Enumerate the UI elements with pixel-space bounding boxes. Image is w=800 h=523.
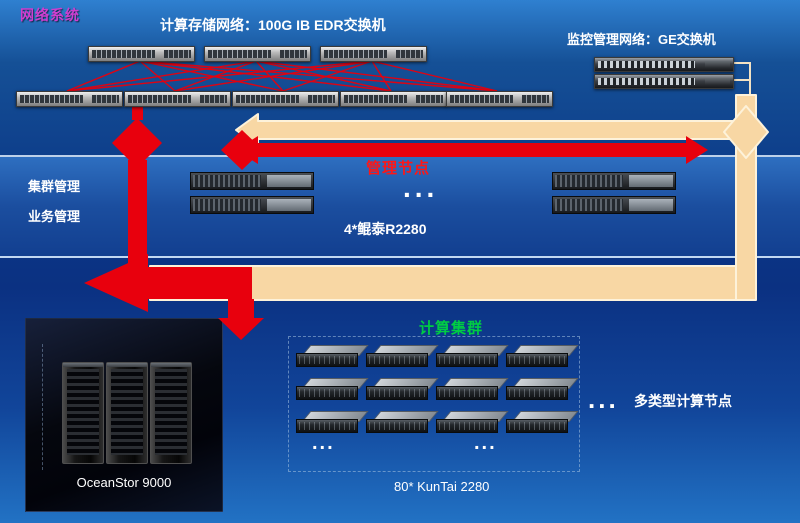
management-node-title: 管理节点: [366, 160, 431, 177]
network-system-title: 网络系统: [20, 7, 80, 23]
compute-node-icon: [436, 345, 509, 367]
compute-cluster-title: 计算集群: [419, 320, 484, 337]
more-nodes-label: 多类型计算节点: [634, 393, 732, 409]
mgmt-server-icon: [552, 172, 676, 190]
ge-switch-icon: [594, 74, 734, 89]
compute-node-icon: [506, 345, 579, 367]
compute-node-icon: [436, 411, 509, 433]
cluster-management-label: 集群管理: [28, 179, 81, 194]
compute-node-icon: [506, 411, 579, 433]
ib-switch-icon: [446, 91, 553, 107]
management-model-label: 4*鲲泰R2280: [344, 221, 427, 237]
ib-switch-icon: [204, 46, 311, 62]
bottom-flow-arrow-red: [84, 254, 252, 312]
storage-network-flow-arrow: [235, 113, 747, 147]
ib-switch-icon: [124, 91, 231, 107]
storage-rack-icon: [106, 362, 148, 464]
ge-switch-icon: [594, 57, 734, 72]
ib-switch-icon: [16, 91, 123, 107]
mgmt-server-icon: [190, 172, 314, 190]
compute-column-ellipsis-right: ...: [474, 432, 497, 454]
bottom-flow-band: [149, 265, 753, 301]
storage-dashed-guide: [42, 344, 43, 470]
compute-node-icon: [366, 345, 439, 367]
compute-node-icon: [296, 411, 369, 433]
business-management-label: 业务管理: [28, 209, 81, 224]
compute-node-icon: [366, 411, 439, 433]
mgmt-server-icon: [190, 196, 314, 214]
ib-switch-icon: [88, 46, 195, 62]
ib-switch-icon: [320, 46, 427, 62]
storage-model-label: OceanStor 9000: [76, 475, 172, 490]
compute-node-icon: [436, 378, 509, 400]
compute-model-label: 80* KunTai 2280: [394, 479, 490, 494]
compute-flow-arrow-down: [218, 299, 264, 340]
compute-node-icon: [296, 345, 369, 367]
flow-junction-diamond: [723, 105, 769, 159]
compute-storage-network-label: 计算存储网络：100G IB EDR交换机: [160, 17, 386, 33]
compute-node-icon: [506, 378, 579, 400]
ib-mesh-links: [66, 60, 498, 92]
compute-node-icon: [366, 378, 439, 400]
compute-node-icon: [296, 378, 369, 400]
management-ellipsis: ...: [403, 172, 439, 203]
compute-column-ellipsis-left: ...: [312, 432, 335, 454]
ib-switch-icon: [232, 91, 339, 107]
ge-switch-link: [734, 62, 751, 110]
storage-rack-icon: [62, 362, 104, 464]
mgmt-server-icon: [552, 196, 676, 214]
storage-rack-icon: [150, 362, 192, 464]
compute-cluster-box: [288, 336, 580, 472]
monitor-network-label: 监控管理网络：GE交换机: [567, 32, 716, 47]
ib-switch-icon: [340, 91, 447, 107]
more-nodes-ellipsis: ...: [588, 384, 619, 414]
